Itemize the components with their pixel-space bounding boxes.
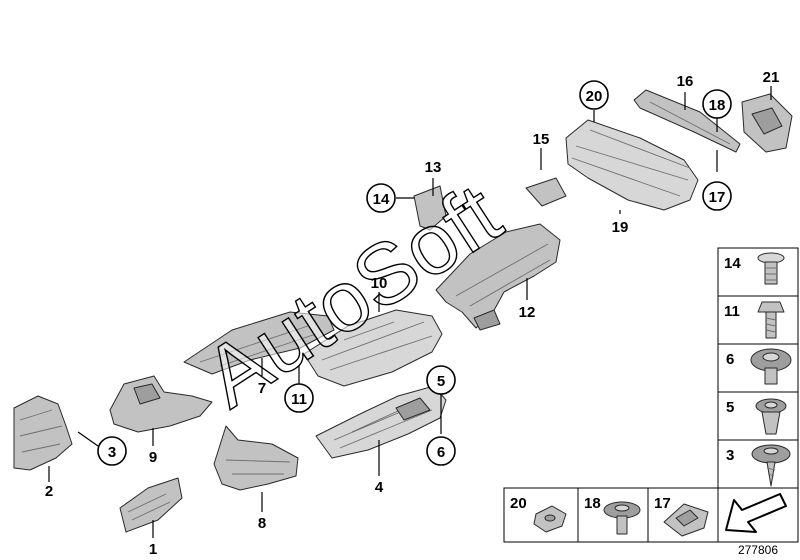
callout-2: 2 — [45, 483, 53, 500]
callout-8: 8 — [258, 515, 266, 532]
hardware-cell-5 — [717, 391, 799, 441]
callout-1: 1 — [149, 541, 157, 558]
callout-20: 20 — [586, 88, 603, 105]
hardware-label-17: 17 — [654, 495, 671, 512]
hardware-label-18: 18 — [584, 495, 601, 512]
part-21-bracket — [741, 93, 793, 153]
callout-11: 11 — [291, 391, 307, 408]
callout-16: 16 — [677, 73, 694, 90]
hardware-panel-bottom: 20 18 17 — [503, 487, 799, 543]
part-19-shield — [565, 119, 699, 211]
callout-11-circle — [284, 383, 314, 413]
diagram-id: 277806 — [738, 543, 778, 557]
callout-6-circle — [426, 436, 456, 466]
part-7-shield — [183, 311, 335, 375]
callout-14: 14 — [373, 191, 390, 208]
part-16-strip — [633, 89, 741, 153]
callout-18: 18 — [709, 97, 726, 114]
part-10-shield — [303, 309, 443, 387]
callout-9: 9 — [149, 449, 157, 466]
callout-5-circle — [426, 365, 456, 395]
hardware-cell-14 — [717, 247, 799, 297]
part-12-shield — [435, 223, 561, 331]
part-1-shield — [119, 477, 183, 533]
hardware-label-14: 14 — [724, 255, 741, 272]
callout-21: 21 — [763, 69, 780, 86]
callout-10: 10 — [371, 275, 388, 292]
leader-lines — [48, 86, 772, 538]
hardware-label-11: 11 — [724, 303, 740, 320]
callout-7: 7 — [258, 380, 266, 397]
hardware-cell-11 — [717, 295, 799, 345]
callout-13: 13 — [425, 159, 442, 176]
callout-4: 4 — [375, 479, 384, 496]
callout-3: 3 — [108, 444, 116, 461]
part-4-shield — [315, 385, 447, 459]
callout-18-circle — [702, 89, 732, 119]
nut-20-icon — [533, 505, 567, 533]
rivet-14-icon — [757, 252, 785, 285]
callout-3-circle — [97, 436, 127, 466]
washer-nut-6-icon — [750, 348, 792, 385]
callout-5: 5 — [437, 373, 445, 390]
direction-arrow-icon — [725, 493, 787, 533]
part-8-shield — [213, 425, 299, 491]
hardware-label-3: 3 — [726, 447, 734, 464]
screw-3-icon — [751, 444, 791, 487]
part-13-bracket — [413, 185, 447, 231]
part-9-shield — [109, 375, 213, 433]
callouts: 1 2 3 4 5 6 7 8 9 10 11 12 13 14 15 16 1… — [45, 69, 780, 558]
hardware-label-20: 20 — [510, 495, 527, 512]
callout-6: 6 — [437, 444, 445, 461]
hardware-panel: 14 11 6 5 3 — [717, 247, 799, 489]
callout-14-circle — [366, 183, 396, 213]
clip-5-icon — [755, 398, 787, 435]
callout-20-circle — [579, 80, 609, 110]
screw-18-icon — [603, 501, 641, 535]
bolt-11-icon — [757, 301, 785, 339]
callout-15: 15 — [533, 131, 550, 148]
hardware-label-6: 6 — [726, 351, 734, 368]
part-2-shield — [13, 395, 73, 471]
callout-17: 17 — [709, 189, 726, 206]
hardware-label-5: 5 — [726, 399, 734, 416]
part-15-bracket — [525, 177, 567, 207]
callout-17-circle — [702, 181, 732, 211]
callout-12: 12 — [519, 304, 536, 321]
clip-17-icon — [663, 503, 709, 537]
callout-19: 19 — [612, 219, 629, 236]
